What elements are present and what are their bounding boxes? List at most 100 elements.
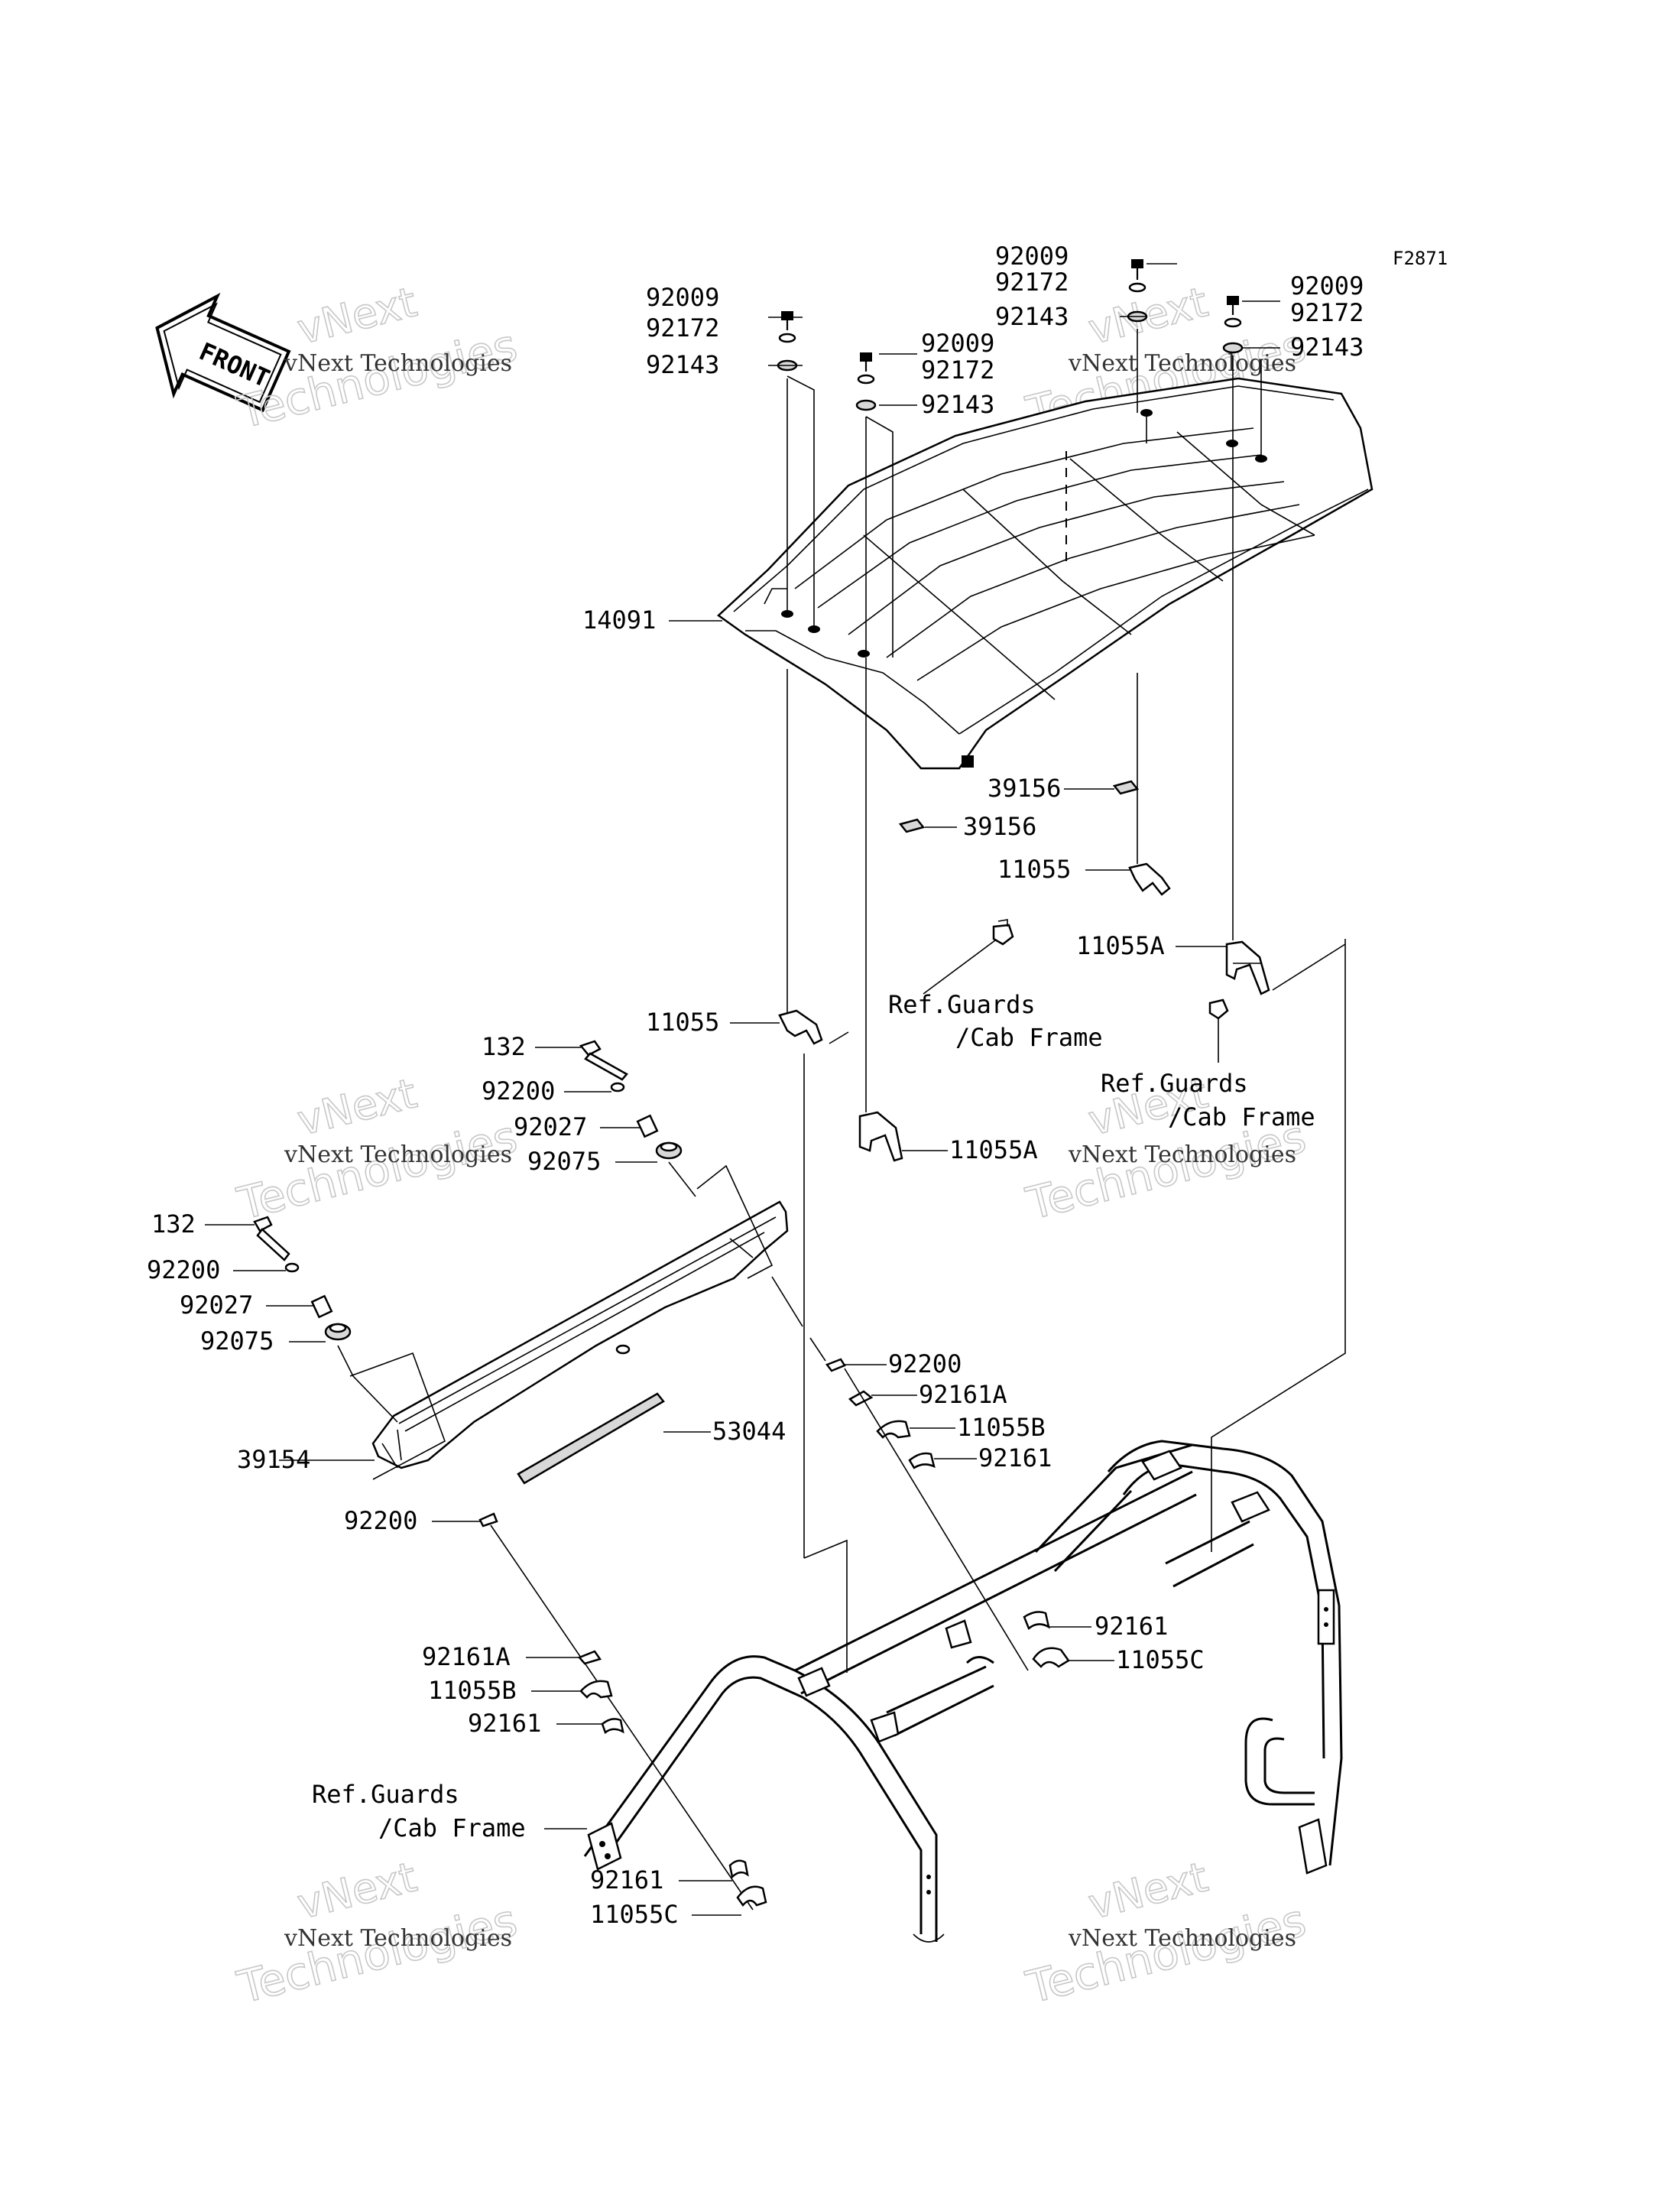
svg-text:vNext Technologies: vNext Technologies [1068, 1141, 1296, 1168]
label-92009-b: 92009 [921, 329, 994, 358]
label-ref-guards-1-line2: /Cab Frame [955, 1023, 1103, 1052]
clamp-11055c-r-icon [1032, 1647, 1114, 1668]
front-direction-arrow-icon: FRONT [155, 292, 291, 413]
label-11055c-l: 11055C [590, 1900, 679, 1929]
roof-fastener-d-icon [1222, 296, 1244, 354]
watermark-bottom-left: vNext Technologies vNext Technologies [232, 1852, 523, 2015]
label-92200-left: 92200 [147, 1255, 220, 1284]
clamp-11055b-r-icon [876, 1420, 955, 1439]
watermark-bottom-right: vNext Technologies vNext Technologies [1020, 1852, 1312, 2015]
collar-92027-right-icon [600, 1114, 659, 1138]
label-39156-a: 39156 [988, 774, 1061, 803]
label-92161-l-low: 92161 [590, 1865, 663, 1894]
clamp-11055b-l-icon [531, 1680, 613, 1699]
ref-bolt-1-icon [923, 919, 1014, 995]
svg-text:vNext: vNext [1084, 278, 1212, 353]
label-92161a-l: 92161A [422, 1642, 511, 1671]
svg-text:Technologies: Technologies [1021, 1894, 1311, 2013]
label-11055a-left: 11055A [949, 1135, 1038, 1164]
clamp-92161a-l-icon [526, 1650, 602, 1665]
svg-text:vNext: vNext [293, 1069, 421, 1144]
clamp-92161a-r-icon [848, 1390, 917, 1407]
roof-14091-drawing [717, 377, 1374, 770]
clamp-92161-l-low-icon [679, 1859, 749, 1881]
label-11055a-right: 11055A [1076, 931, 1165, 960]
label-92161a-r: 92161A [919, 1380, 1007, 1409]
label-ref-guards-3-line1: Ref.Guards [312, 1780, 459, 1809]
svg-text:Technologies: Technologies [232, 319, 522, 438]
label-ref-guards-1-line1: Ref.Guards [888, 990, 1036, 1019]
label-14091: 14091 [582, 606, 656, 635]
label-39156-b: 39156 [963, 812, 1036, 841]
roof-fastener-a-icon [777, 311, 798, 372]
label-132-right: 132 [482, 1032, 526, 1061]
bracket-11055a-left-icon [858, 657, 948, 1162]
label-92161-l: 92161 [468, 1709, 541, 1738]
label-92143-d: 92143 [1290, 333, 1364, 362]
bolt-132-left-icon [205, 1216, 290, 1261]
label-ref-guards-3-line2: /Cab Frame [378, 1813, 526, 1842]
right-clamp-axis [844, 1368, 1029, 1671]
svg-text:vNext Technologies: vNext Technologies [284, 1925, 512, 1952]
label-92172-d: 92172 [1290, 298, 1364, 327]
svg-text:vNext: vNext [293, 278, 421, 353]
visor-39154-drawing [371, 1200, 789, 1469]
svg-text:vNext Technologies: vNext Technologies [284, 350, 512, 377]
washer-92200-right-icon [564, 1082, 625, 1093]
label-92172-b: 92172 [921, 356, 994, 385]
svg-text:vNext: vNext [293, 1852, 421, 1928]
pad-39156-a-icon [1064, 780, 1140, 795]
label-92161-r-low: 92161 [1095, 1612, 1168, 1641]
clamp-92161-r-low-icon [1023, 1611, 1091, 1631]
label-92143-a: 92143 [646, 350, 719, 379]
label-92009-a: 92009 [646, 283, 719, 312]
figure-code: F2871 [1393, 248, 1448, 269]
label-ref-guards-2-line1: Ref.Guards [1101, 1069, 1248, 1098]
svg-text:vNext Technologies: vNext Technologies [1068, 350, 1296, 377]
ref-bolt-2-icon [1208, 998, 1229, 1063]
label-92143-c: 92143 [995, 302, 1069, 331]
label-92027-right: 92027 [514, 1112, 587, 1141]
label-11055b-l: 11055B [428, 1676, 517, 1705]
cab-frame-drawing [583, 1440, 1343, 1943]
label-92009-d: 92009 [1290, 271, 1364, 300]
label-11055-left: 11055 [646, 1008, 719, 1037]
svg-text:Technologies: Technologies [232, 1110, 522, 1229]
svg-text:vNext Technologies: vNext Technologies [1068, 1925, 1296, 1952]
label-11055-right: 11055 [997, 855, 1071, 884]
svg-text:vNext: vNext [1084, 1852, 1212, 1928]
roof-fastener-b-icon [855, 352, 877, 411]
left-clamp-axis [490, 1524, 754, 1911]
label-92172-a: 92172 [646, 313, 719, 343]
label-92027-left: 92027 [180, 1291, 253, 1320]
label-53044: 53044 [712, 1417, 786, 1446]
label-132-left: 132 [151, 1209, 196, 1239]
damper-92075-left-icon [289, 1323, 352, 1343]
washer-92200-lower-icon [432, 1512, 498, 1528]
collar-92027-left-icon [266, 1294, 333, 1319]
svg-text:Technologies: Technologies [232, 1894, 522, 2013]
bracket-11055-right-icon [1085, 673, 1171, 896]
bracket-11055-left-icon [730, 669, 849, 1045]
damper-92075-right-icon [615, 1141, 683, 1163]
clamp-92161-l-icon [556, 1718, 624, 1735]
label-92143-b: 92143 [921, 390, 994, 419]
watermark-mid-left: vNext Technologies vNext Technologies [232, 1069, 523, 1231]
label-92075-right: 92075 [527, 1147, 601, 1176]
label-92009-c: 92009 [995, 242, 1069, 271]
label-92200-right: 92200 [482, 1076, 555, 1105]
seal-53044-drawing [517, 1392, 711, 1485]
label-92200-r2: 92200 [888, 1349, 962, 1378]
label-92172-c: 92172 [995, 268, 1069, 297]
roof-fastener-leaders [768, 263, 1280, 657]
label-92161-r: 92161 [978, 1443, 1052, 1472]
label-92200-lower: 92200 [344, 1506, 417, 1535]
pad-39156-b-icon [898, 818, 957, 833]
label-ref-guards-2-line2: /Cab Frame [1168, 1102, 1315, 1131]
label-39154: 39154 [237, 1445, 310, 1474]
clamp-92161-r-icon [908, 1452, 977, 1469]
clamp-11055c-l-icon [692, 1885, 767, 1916]
visor-alignment-lines [337, 1161, 826, 1480]
label-92075-left: 92075 [200, 1326, 274, 1355]
